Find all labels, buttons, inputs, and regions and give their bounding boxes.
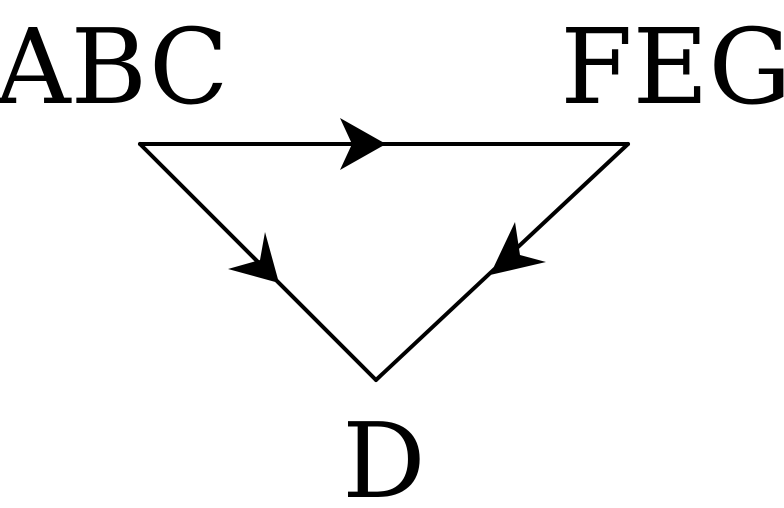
arrowhead-feg-to-d-icon — [490, 222, 546, 275]
node-label-feg: FEG — [560, 6, 784, 128]
arrowhead-abc-to-feg-icon — [340, 118, 386, 170]
node-label-abc: ABC — [0, 6, 229, 128]
arrowhead-abc-to-d-icon — [228, 232, 279, 283]
node-label-d: D — [342, 400, 425, 508]
